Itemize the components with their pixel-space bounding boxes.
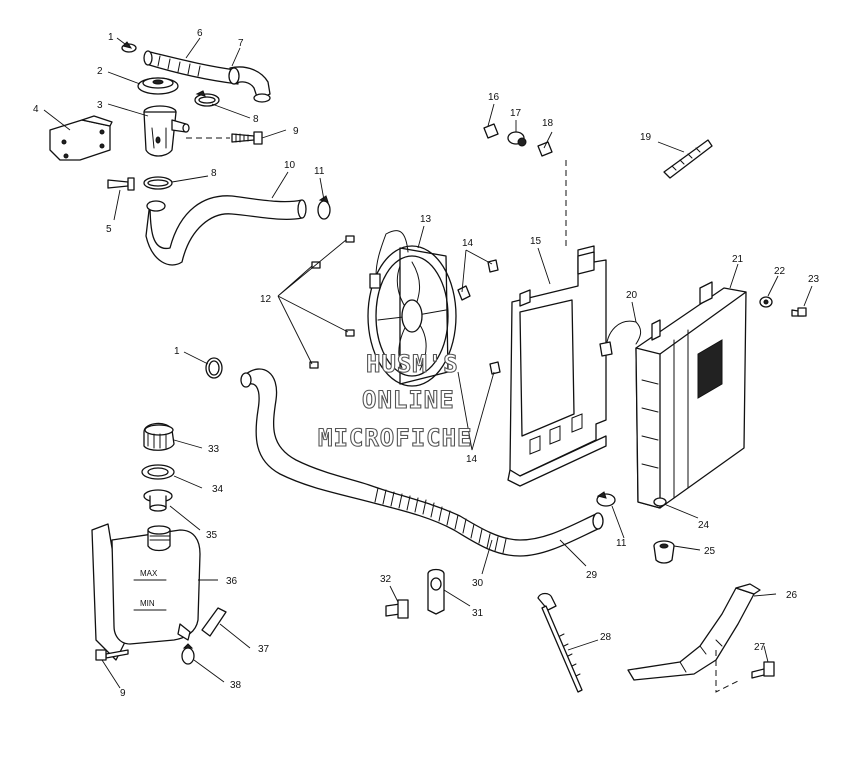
elbow-hose-part-7	[228, 66, 271, 103]
callout-9-top: 9	[293, 126, 299, 137]
callout-23: 23	[808, 274, 820, 285]
bracket-part-4	[49, 115, 113, 161]
clips-part-14	[457, 259, 501, 375]
screws-part-12	[309, 235, 355, 369]
bolt-part-27	[751, 661, 775, 679]
callout-12: 12	[260, 294, 272, 305]
callout-34: 34	[212, 484, 224, 495]
callout-2: 2	[97, 66, 103, 77]
callout-18: 18	[542, 118, 554, 129]
callout-32: 32	[380, 574, 392, 585]
reservoir-cap-part-33	[143, 422, 175, 451]
callout-30: 30	[472, 578, 484, 589]
callout-25: 25	[704, 546, 716, 557]
shroud-part-15	[507, 245, 607, 487]
radiator-part-21	[635, 281, 747, 509]
lower-hose-part-10	[145, 195, 307, 266]
callout-9-bottom: 9	[120, 688, 126, 699]
callout-4: 4	[33, 104, 39, 115]
screw-part-5	[107, 177, 135, 191]
callout-22: 22	[774, 266, 786, 277]
callout-13: 13	[420, 214, 432, 225]
clip-part-31	[427, 568, 445, 615]
hose-clamp-part-1-mid	[205, 357, 223, 379]
tank-min-mark: MIN	[140, 599, 155, 608]
callout-8-top: 8	[253, 114, 259, 125]
callout-numbers: 1 2 3 4 5 6 7 8 8 9 10 11 12 13 14 14 15…	[33, 28, 820, 699]
callout-31: 31	[472, 608, 484, 619]
strap-part-28	[537, 592, 583, 693]
callout-29: 29	[586, 570, 598, 581]
long-hose-part-29-30	[240, 368, 604, 557]
hose-clamp-part-8-mid	[143, 176, 173, 190]
screw-part-9-bottom	[95, 649, 129, 661]
bracket-part-26	[627, 583, 761, 681]
callout-24: 24	[698, 520, 710, 531]
screw-part-9-top	[186, 131, 263, 145]
clamp-part-38	[181, 643, 195, 665]
callout-35: 35	[206, 530, 218, 541]
callout-20: 20	[626, 290, 638, 301]
upper-hose-part-6	[143, 50, 239, 85]
plug-part-25	[653, 540, 675, 564]
callout-15: 15	[530, 236, 542, 247]
callout-33: 33	[208, 444, 220, 455]
strap-part-19	[663, 139, 713, 179]
callout-17: 17	[510, 108, 522, 119]
tank-max-mark: MAX	[140, 569, 158, 578]
bolt-part-23	[791, 307, 807, 317]
callout-3: 3	[97, 100, 103, 111]
callout-7: 7	[238, 38, 244, 49]
callout-16: 16	[488, 92, 500, 103]
callout-21: 21	[732, 254, 744, 265]
callout-36: 36	[226, 576, 238, 587]
callout-11-top: 11	[314, 166, 325, 177]
hose-clamp-part-8-top	[194, 90, 220, 107]
callout-26: 26	[786, 590, 798, 601]
guide-line-bracket	[715, 650, 741, 693]
vent-hose-part-37	[201, 607, 227, 637]
callout-1-top: 1	[108, 32, 114, 43]
adapter-part-35	[143, 489, 173, 512]
watermark-line-1: HUSM'S	[366, 350, 459, 378]
watermark-line-2: ONLINE	[362, 386, 455, 414]
callout-37: 37	[258, 644, 270, 655]
washer-part-24	[653, 497, 667, 507]
callout-38: 38	[230, 680, 242, 691]
leader-lines	[43, 37, 813, 689]
filler-neck-part-3	[143, 105, 190, 157]
callout-28: 28	[600, 632, 612, 643]
bolt-part-32	[385, 599, 409, 619]
callout-11-bottom: 11	[616, 538, 627, 549]
watermark-line-3: MICROFICHE	[318, 424, 473, 452]
callout-5: 5	[106, 224, 112, 235]
hose-clamp-part-11-mid	[596, 491, 616, 507]
reservoir-tank-part-36: MAX MIN	[91, 523, 201, 661]
washer-part-22	[759, 296, 773, 308]
callout-14-top: 14	[462, 238, 474, 249]
fan-assembly-part-13	[367, 230, 457, 387]
callout-8-mid: 8	[211, 168, 217, 179]
callout-14-bottom: 14	[466, 454, 478, 465]
callout-27: 27	[754, 642, 766, 653]
radiator-cap-part-2	[137, 77, 179, 95]
grommets-parts-16-18	[483, 123, 553, 157]
gasket-part-34	[141, 464, 175, 480]
callout-6: 6	[197, 28, 203, 39]
callout-10: 10	[284, 160, 296, 171]
callout-19: 19	[640, 132, 652, 143]
hose-clamp-part-11-top	[317, 195, 331, 220]
watermark: HUSM'S ONLINE MICROFICHE	[317, 349, 473, 452]
callout-1-mid: 1	[174, 346, 180, 357]
